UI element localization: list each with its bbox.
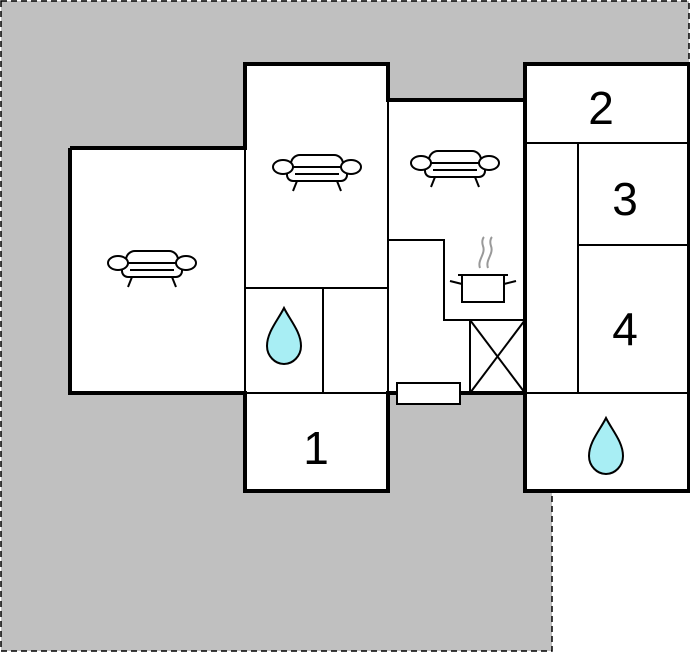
cooking-pot-icon — [449, 236, 517, 303]
radiator-icon — [396, 382, 461, 405]
room-number-2: 2 — [588, 82, 614, 134]
room-number-1: 1 — [303, 422, 329, 474]
interior-floor — [70, 64, 689, 491]
stairs-icon — [469, 319, 526, 394]
room-number-4: 4 — [612, 303, 638, 355]
room-number-3: 3 — [612, 173, 638, 225]
